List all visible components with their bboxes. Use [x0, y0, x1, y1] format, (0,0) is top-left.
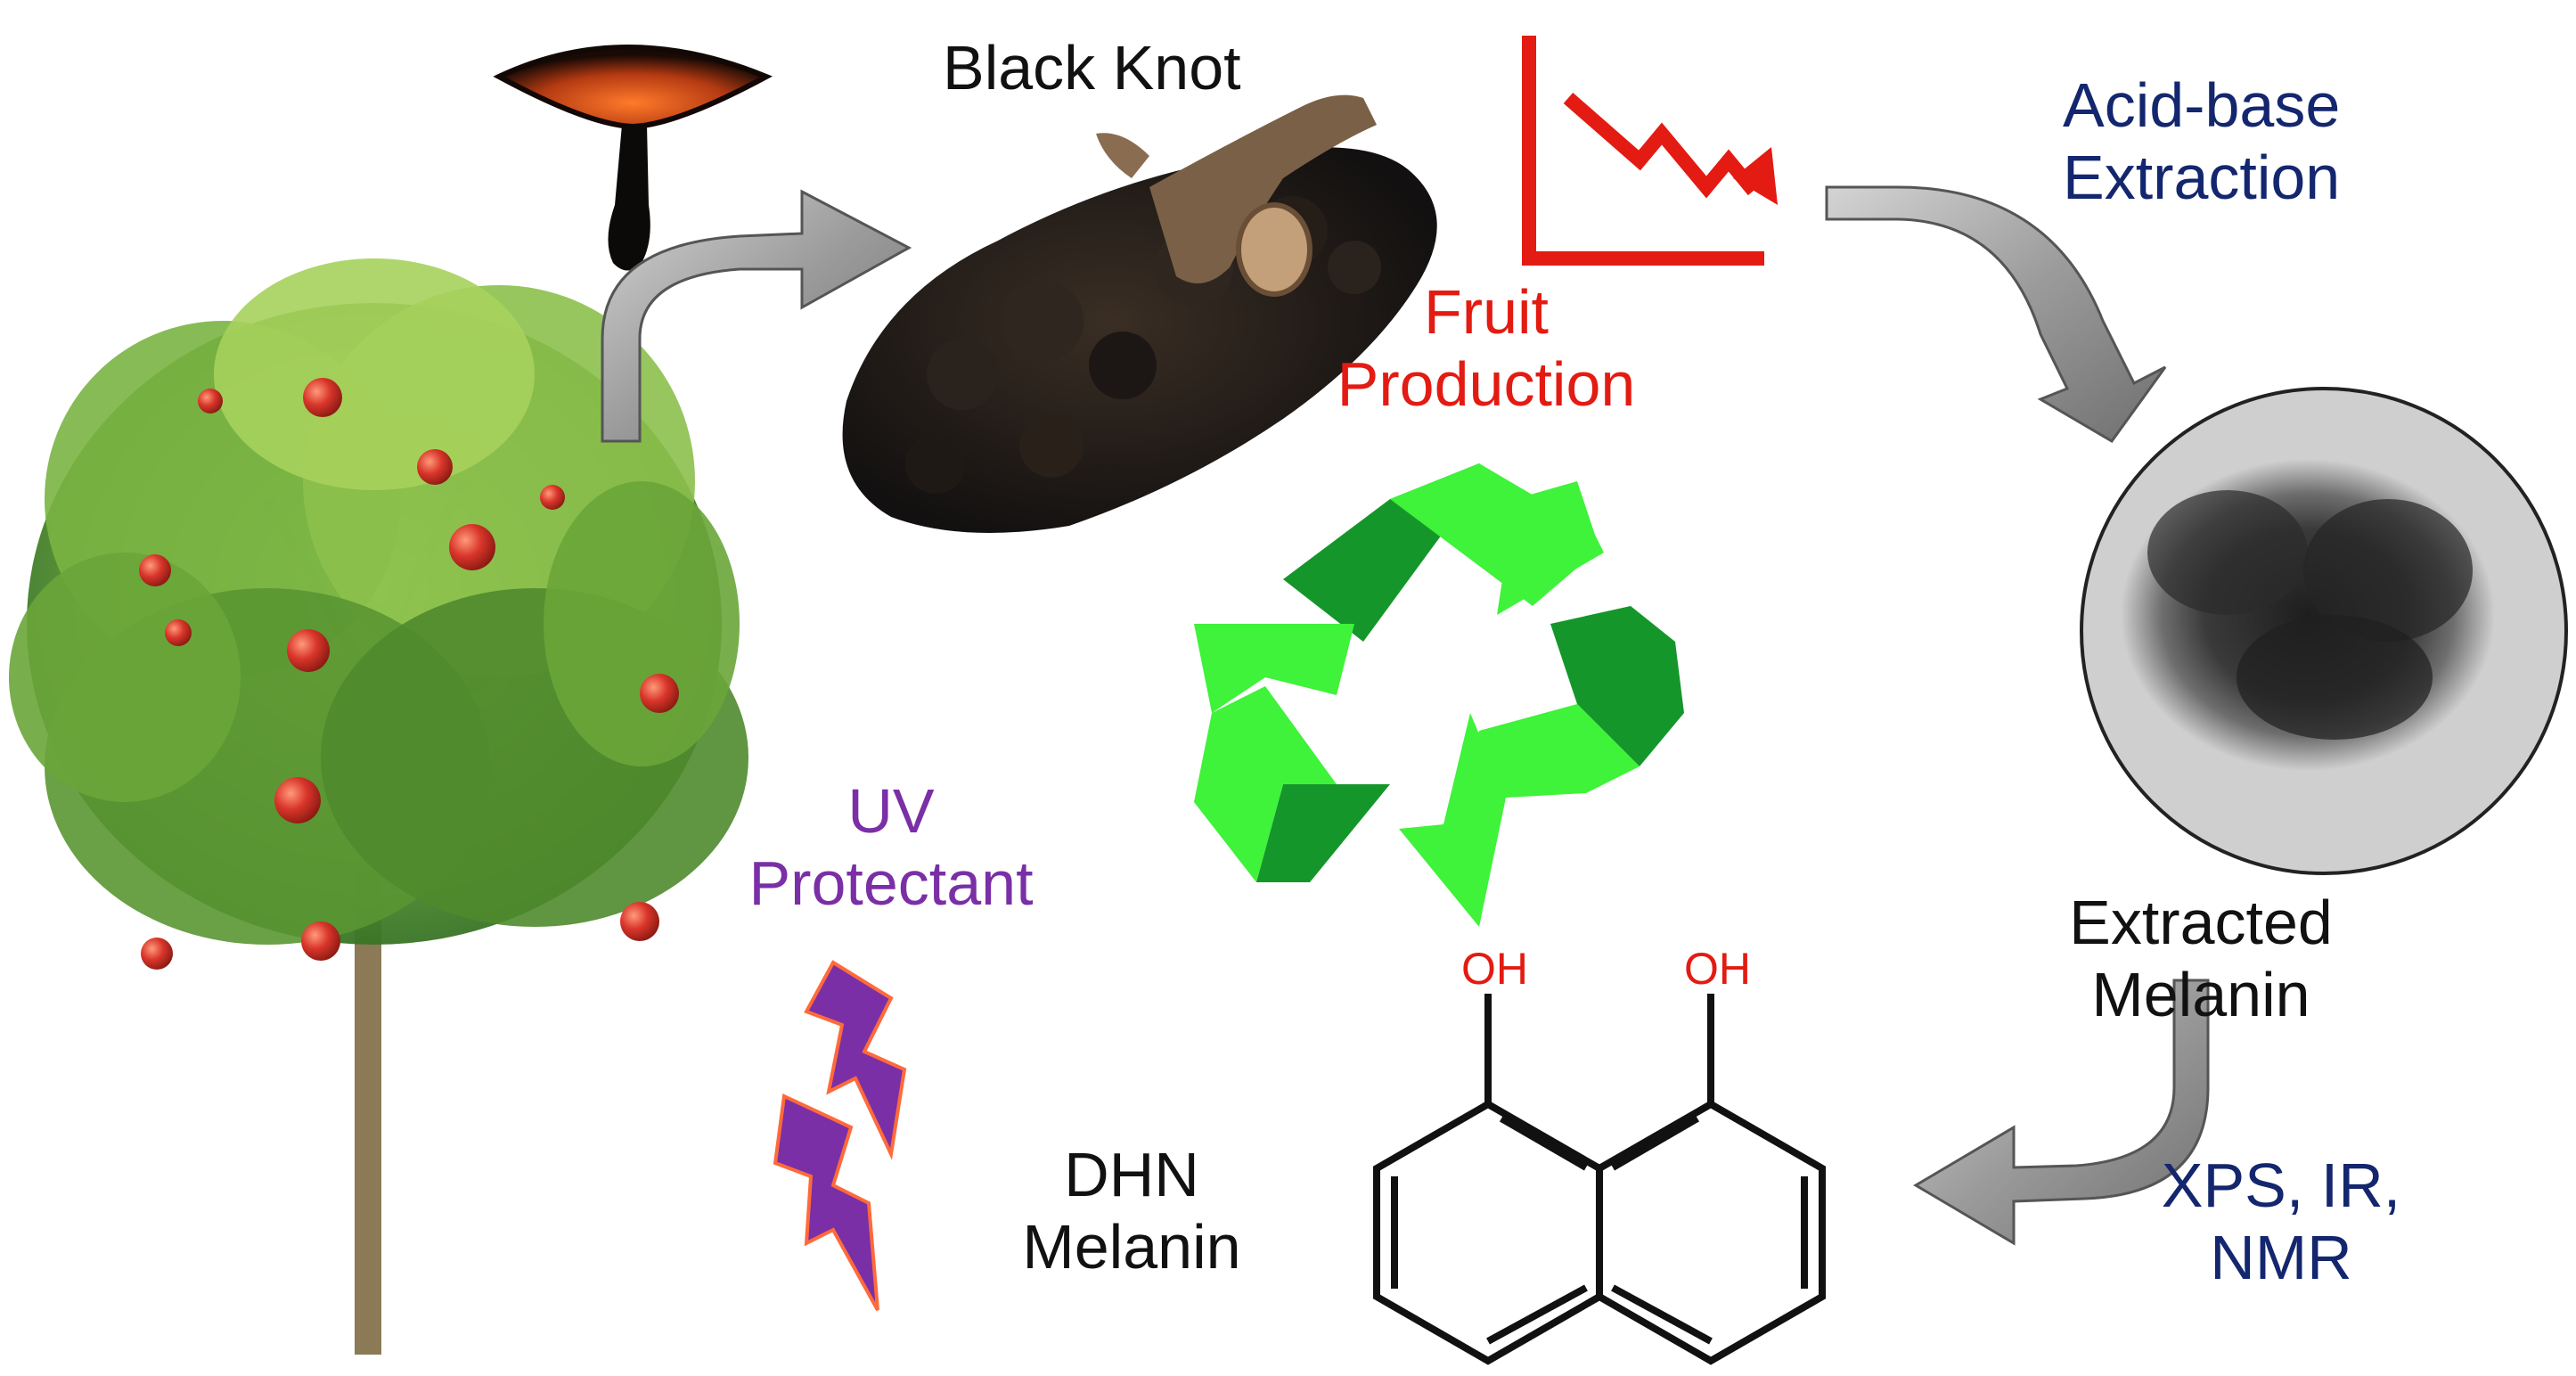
arrow-to-dhn [1913, 979, 2210, 1246]
black-knot-photo [842, 94, 1437, 533]
label-black-knot-text: Black Knot [943, 33, 1241, 102]
apples [139, 378, 679, 970]
label-xps-ir-nmr: XPS, IR, NMR [2112, 1150, 2450, 1294]
label-xps-line2: NMR [2210, 1223, 2352, 1293]
apple-tree-illustration [9, 258, 748, 1355]
recycle-icon [1194, 463, 1684, 927]
label-fruit-production: Fruit Production [1308, 276, 1664, 421]
branch-twig [1149, 94, 1377, 284]
label-extracted-line1: Extracted [2069, 888, 2333, 957]
arrow-tree-to-knot [601, 189, 912, 443]
label-xps-line1: XPS, IR, [2161, 1151, 2401, 1220]
label-acid-base-extraction: Acid-base Extraction [2063, 70, 2340, 214]
label-black-knot: Black Knot [943, 32, 1241, 104]
mushroom-icon [493, 45, 773, 271]
label-uv-line2: Protectant [748, 848, 1034, 919]
label-dhn-melanin: DHN Melanin [980, 1139, 1283, 1283]
dhn-molecule [1373, 994, 1826, 1365]
lightning-icon [773, 960, 907, 1311]
label-fruit-line1: Fruit [1424, 277, 1549, 347]
hydroxyl-label-right: OH [1684, 944, 1751, 994]
label-extracted-melanin: Extracted Melanin [2014, 887, 2388, 1031]
label-acid-line1: Acid-base [2063, 70, 2341, 140]
label-fruit-line2: Production [1337, 349, 1636, 420]
tree-trunk [355, 873, 381, 1355]
arrow-to-extraction [1825, 185, 2167, 443]
declining-chart-icon [1522, 36, 1778, 266]
label-uv-line1: UV [847, 776, 935, 846]
label-dhn-line2: Melanin [1022, 1212, 1241, 1282]
label-uv-protectant: UV Protectant [713, 775, 1069, 920]
melanin-micrograph [2080, 387, 2568, 875]
hydroxyl-label-left: OH [1461, 944, 1528, 994]
label-extracted-line2: Melanin [2091, 960, 2310, 1030]
label-dhn-line1: DHN [1064, 1140, 1199, 1209]
label-acid-line2: Extraction [2063, 143, 2341, 213]
